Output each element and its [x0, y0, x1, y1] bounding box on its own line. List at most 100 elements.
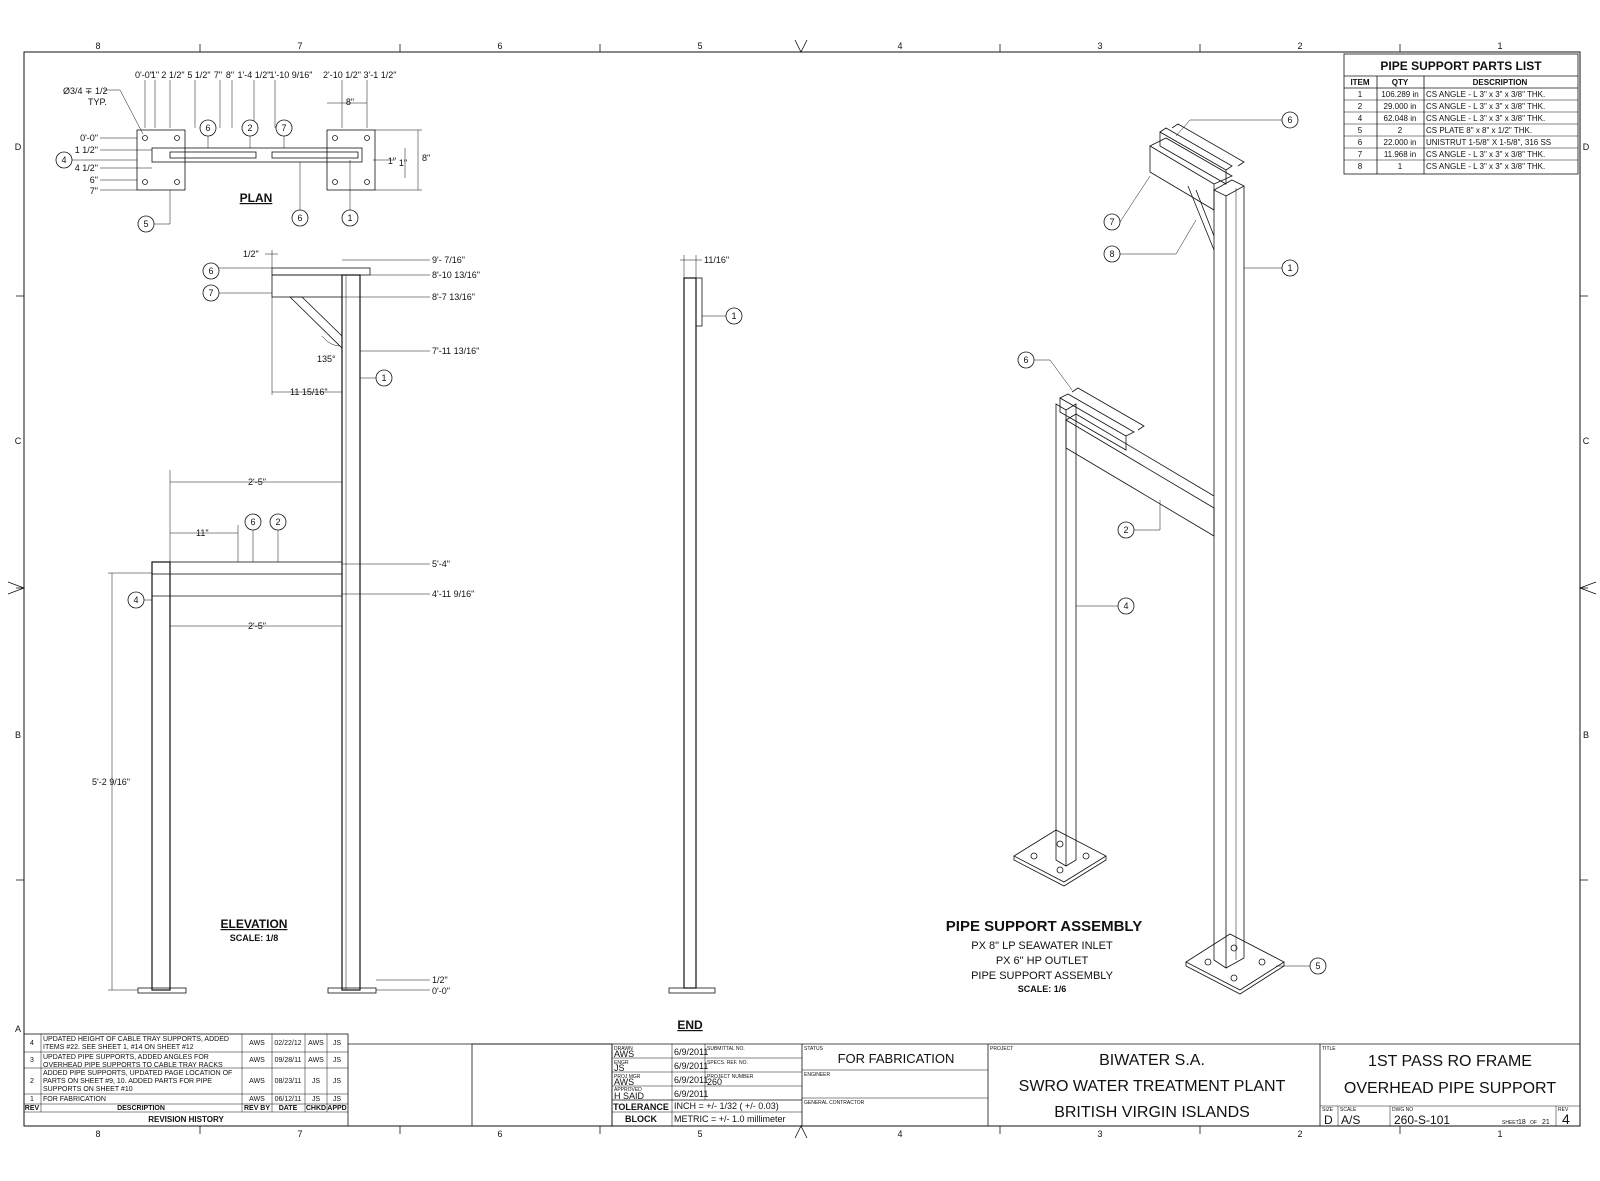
drawing-title-line-1: 1ST PASS RO FRAME: [1368, 1053, 1532, 1070]
elevation-main-column: [341, 274, 361, 991]
rev-row-3-date: 08/23/11: [275, 1078, 302, 1085]
plan-balloon-5: [137, 215, 155, 233]
parts-row-7-col-2: 1: [1398, 162, 1403, 171]
zone-top-2: 2: [1297, 41, 1302, 51]
parts-row-4-col-1: 5: [1358, 126, 1363, 135]
general-contractor-label: GENERAL CONTRACTOR: [804, 1100, 865, 1106]
rev-row-1-desc-1: UPDATED HEIGHT OF CABLE TRAY SUPPORTS, A…: [43, 1036, 229, 1043]
status-value: FOR FABRICATION: [838, 1051, 955, 1066]
svg-text:6: 6: [297, 213, 302, 223]
parts-row-7-col-3: CS ANGLE - L 3" x 3" x 3/8" THK.: [1426, 162, 1545, 171]
parts-row-3-col-3: CS ANGLE - L 3" x 3" x 3/8" THK.: [1426, 114, 1545, 123]
rev-header-description: DESCRIPTION: [117, 1105, 165, 1112]
parts-header-qty: QTY: [1392, 78, 1409, 87]
zone-bottom-2: 2: [1297, 1129, 1302, 1139]
iso-base-plate-secondary: [1013, 829, 1107, 883]
elevation-dim-11-15-16: 11 15/16": [290, 387, 328, 397]
zone-top-7: 7: [297, 41, 302, 51]
project-line-3: BRITISH VIRGIN ISLANDS: [1054, 1104, 1250, 1121]
elevation-scale: SCALE: 1/8: [230, 933, 279, 943]
svg-text:1: 1: [731, 311, 736, 321]
rev-row-4-chkd: JS: [312, 1096, 321, 1103]
engr-date: 6/9/2011: [674, 1061, 708, 1071]
elevation-dim-7ft11: 7'-11 13/16": [432, 346, 479, 356]
tolerance-label: TOLERANCE: [613, 1102, 669, 1112]
sheet-total: 21: [1542, 1119, 1550, 1126]
size-label: SIZE: [1322, 1107, 1334, 1113]
svg-text:8: 8: [1109, 249, 1114, 259]
iso-secondary-column: [1055, 403, 1067, 867]
elevation-secondary-column: [151, 561, 171, 991]
rev-row-4-rev-by: AWS: [249, 1096, 265, 1103]
elevation-balloon-6-mid: [244, 513, 262, 531]
plan-dim-8-vertical: 8": [422, 153, 430, 163]
zone-right-b: B: [1583, 730, 1589, 740]
elevation-balloon-7: [202, 284, 220, 302]
end-view-balloon-1: [725, 307, 743, 325]
end-view: 11/16" 1 END: [668, 255, 743, 1032]
iso-balloon-7: [1103, 213, 1121, 231]
zone-bottom-5: 5: [697, 1129, 702, 1139]
title-label: TITLE: [1322, 1046, 1336, 1052]
plan-dim-1-a: 1": [388, 156, 396, 166]
project-line-1: BIWATER S.A.: [1099, 1052, 1205, 1069]
prjmgr-label: PROJ MGR: [614, 1074, 641, 1080]
plan-dim-top-9: 3'-1 1/2": [364, 70, 397, 80]
svg-text:7: 7: [208, 288, 213, 298]
svg-text:1: 1: [381, 373, 386, 383]
plan-dim-top-3: 5 1/2": [187, 70, 210, 80]
plan-dim-1-b: 1": [399, 158, 407, 168]
svg-text:6: 6: [1287, 115, 1292, 125]
zone-top-8: 8: [95, 41, 100, 51]
svg-text:4: 4: [133, 595, 138, 605]
elevation-balloon-2: [269, 513, 287, 531]
elevation-unistrut-top: [271, 267, 371, 276]
rev-row-1-rev-by: AWS: [249, 1040, 265, 1047]
plan-balloon-7: [275, 119, 293, 137]
rev-row-2-date: 09/28/11: [275, 1057, 302, 1064]
svg-text:1: 1: [1287, 263, 1292, 273]
iso-top-unistrut: [1159, 131, 1227, 185]
svg-text:5: 5: [1315, 961, 1320, 971]
elevation-dim-angle: 135°: [317, 354, 336, 364]
rev-row-4-desc-1: FOR FABRICATION: [43, 1096, 106, 1103]
elevation-dim-half-top: 1/2": [243, 249, 259, 259]
zone-top-5: 5: [697, 41, 702, 51]
svg-text:2: 2: [247, 123, 252, 133]
prjmgr-by: AWS: [614, 1077, 634, 1087]
plan-balloon-6-a: [199, 119, 217, 137]
rev-row-2-desc-1: UPDATED PIPE SUPPORTS, ADDED ANGLES FOR: [43, 1054, 209, 1061]
iso-balloon-6-lower: [1017, 351, 1035, 369]
rev-row-4-rev: 1: [30, 1096, 34, 1103]
plan-balloon-4: [55, 151, 73, 169]
rev-header-rev-by: REV BY: [244, 1105, 270, 1112]
approved-by: H SAID: [614, 1091, 645, 1101]
sheet-word: SHEET: [1502, 1120, 1519, 1126]
rev-row-1-date: 02/22/12: [274, 1040, 301, 1047]
svg-text:5: 5: [143, 219, 148, 229]
iso-base-plate-main: [1185, 933, 1285, 991]
elevation-brace: [289, 296, 343, 349]
parts-row-2-col-1: 2: [1358, 102, 1363, 111]
elevation-dim-8ft7: 8'-7 13/16": [432, 292, 475, 302]
elevation-balloon-6-top: [202, 262, 220, 280]
tolerance-inch: INCH = +/- 1/32 ( +/- 0.03): [674, 1101, 779, 1111]
plan-dim-top-1: 1": [151, 70, 159, 80]
elevation-dim-5ft4: 5'-4": [432, 559, 450, 569]
rev-row-4-date: 06/12/11: [275, 1096, 302, 1103]
rev-row-3-rev: 2: [30, 1078, 34, 1085]
svg-text:2: 2: [275, 517, 280, 527]
plan-dim-top-4: 7": [214, 70, 222, 80]
rev-header-appd: APPD: [327, 1105, 346, 1112]
title-block: DRAWN AWS 6/9/2011 ENGR JS 6/9/2011 PROJ…: [348, 1043, 1580, 1127]
parts-row-1-col-1: 1: [1358, 90, 1363, 99]
elevation-dim-11in: 11": [196, 528, 209, 538]
rev-row-1-rev: 4: [30, 1040, 34, 1047]
plan-base-plate-right: [326, 129, 376, 191]
rev-row-1-chkd: AWS: [308, 1040, 324, 1047]
engineer-label: ENGINEER: [804, 1072, 831, 1078]
elevation-base-plate-right: [327, 987, 377, 994]
elevation-horizontal-angle: [151, 561, 343, 575]
